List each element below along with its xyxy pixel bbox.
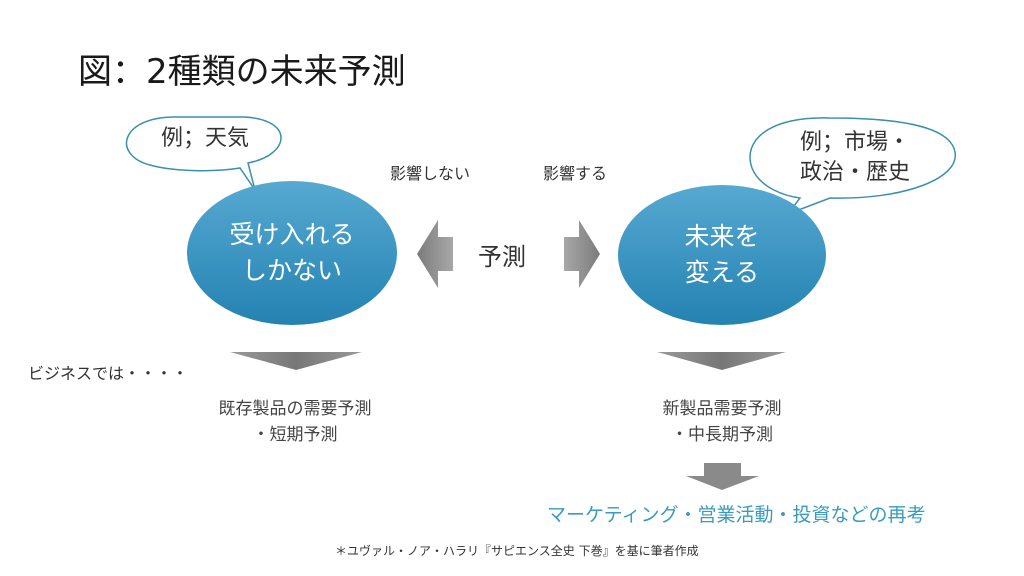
forecast-label: 予測: [478, 243, 526, 271]
left-speech-bubble: [125, 116, 282, 191]
no-influence-label: 影響しない: [390, 164, 471, 183]
right-speech-bubble: [749, 117, 956, 216]
right-down-arrow-icon: [657, 352, 786, 370]
right-arrow-icon: [564, 220, 600, 288]
left-result-text: 既存製品の需要予測 ・短期予測: [218, 399, 372, 445]
right-result-text: 新製品需要予測 ・中長期予測: [662, 399, 782, 445]
influence-label: 影響する: [543, 164, 608, 183]
left-arrow-icon: [417, 220, 453, 288]
business-label: ビジネスでは・・・・: [28, 364, 189, 383]
action-text: マーケティング・営業活動・投資などの再考: [547, 504, 926, 526]
right-ellipse: [618, 185, 826, 325]
left-down-arrow-icon: [230, 352, 362, 370]
page-title: 図：2種類の未来予測: [78, 52, 406, 92]
action-down-arrow-icon: [686, 463, 759, 490]
left-ellipse-text: 受け入れる しかない: [229, 220, 355, 285]
right-example-text: 例；市場・ 政治・歴史: [799, 130, 910, 185]
left-example-text: 例；天気: [160, 126, 249, 151]
right-ellipse-text: 未来を 変える: [684, 222, 760, 287]
footnote: ＊ユヴァル・ノア・ハラリ『サピエンス全史 下巻』を基に筆者作成: [335, 544, 699, 558]
left-ellipse: [187, 181, 397, 325]
